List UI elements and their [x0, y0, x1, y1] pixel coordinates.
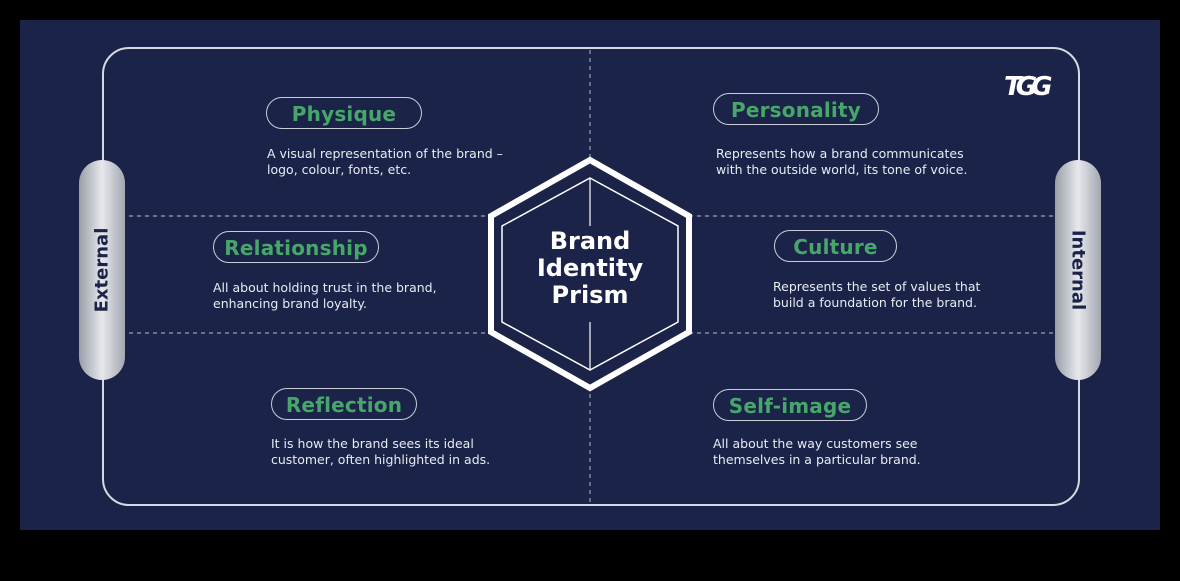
culture-line1: Represents the set of values that — [773, 279, 981, 294]
self-image-line1: All about the way customers see — [713, 436, 918, 451]
external-side-bar: External — [79, 160, 125, 380]
personality-title: Personality — [713, 93, 879, 125]
self-image-title: Self-image — [713, 389, 867, 421]
internal-side-bar: Internal — [1055, 160, 1101, 380]
center-title: Brand Identity Prism — [520, 228, 660, 309]
relationship-line1: All about holding trust in the brand, — [213, 280, 437, 295]
reflection-line2: customer, often highlighted in ads. — [271, 452, 491, 467]
center-title-line2: Identity — [536, 254, 644, 282]
personality-line2: with the outside world, its tone of voic… — [716, 162, 968, 177]
relationship-line2: enhancing brand loyalty. — [213, 296, 367, 311]
physique-title: Physique — [266, 97, 422, 129]
reflection-description: It is how the brand sees its ideal custo… — [271, 436, 490, 468]
culture-description: Represents the set of values that build … — [773, 279, 980, 311]
self-image-description: All about the way customers see themselv… — [713, 436, 921, 468]
center-title-line1: Brand — [549, 227, 631, 255]
physique-line1: A visual representation of the brand – — [267, 146, 503, 161]
culture-line2: build a foundation for the brand. — [773, 295, 977, 310]
hexagon-outer — [488, 156, 692, 392]
personality-line1: Represents how a brand communicates — [716, 146, 964, 161]
relationship-description: All about holding trust in the brand, en… — [213, 280, 437, 312]
physique-description: A visual representation of the brand – l… — [267, 146, 503, 178]
self-image-line2: themselves in a particular brand. — [713, 452, 921, 467]
reflection-title: Reflection — [271, 388, 417, 420]
culture-title: Culture — [774, 230, 897, 262]
reflection-line1: It is how the brand sees its ideal — [271, 436, 474, 451]
relationship-title: Relationship — [213, 231, 379, 263]
personality-description: Represents how a brand communicates with… — [716, 146, 967, 178]
physique-line2: logo, colour, fonts, etc. — [267, 162, 412, 177]
center-title-line3: Prism — [551, 281, 629, 309]
external-label: External — [91, 227, 113, 313]
tgg-logo: TGG — [1004, 72, 1052, 102]
internal-label: Internal — [1067, 229, 1089, 311]
